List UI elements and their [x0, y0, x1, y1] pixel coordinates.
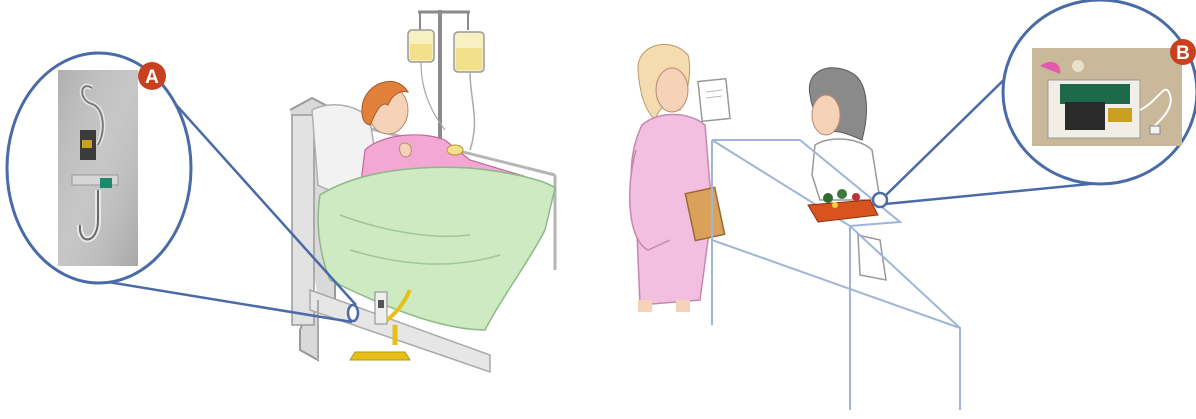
callout-b-anchor	[873, 193, 887, 207]
nurse-face	[656, 68, 688, 112]
doctor-coat	[812, 139, 880, 200]
badge-a-label: A	[145, 67, 159, 88]
doctor-face	[812, 95, 840, 135]
receiver-box-photo	[1032, 48, 1182, 146]
badge-b-label: B	[1176, 43, 1190, 64]
callout-b: B	[873, 0, 1196, 207]
callout-a-anchor	[348, 305, 358, 321]
nurse-paper	[698, 79, 730, 122]
hook-sensor-photo	[58, 70, 138, 266]
nurse-illustration	[630, 44, 730, 312]
